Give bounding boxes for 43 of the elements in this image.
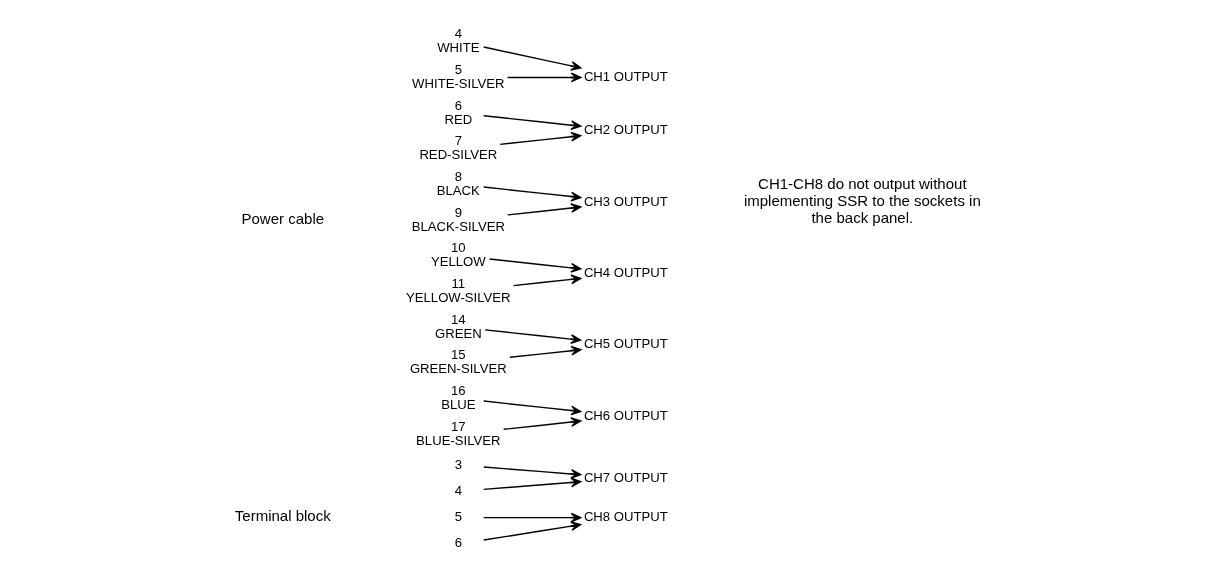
- node-text: 4: [454, 482, 462, 498]
- label: Terminal block: [234, 507, 331, 525]
- arrow: [482, 46, 582, 71]
- arrow: [482, 477, 582, 491]
- label: Power cable: [241, 209, 325, 227]
- arrow: [488, 258, 582, 273]
- node-text: 4 WHITE: [437, 26, 480, 56]
- arrow: [484, 329, 582, 345]
- node-text: 5: [454, 509, 462, 525]
- node-text: CH1 OUTPUT: [583, 68, 668, 84]
- node-text: 3: [454, 456, 462, 472]
- node-text: 16 BLUE: [441, 382, 476, 412]
- node-text: 11 YELLOW-SILVER: [406, 275, 511, 305]
- arrow: [482, 115, 582, 131]
- node-text: 7 RED-SILVER: [419, 133, 498, 163]
- node-text: CH5 OUTPUT: [583, 336, 668, 352]
- node-text: CH6 OUTPUT: [583, 407, 668, 423]
- node-text: 9 BLACK-SILVER: [411, 204, 505, 234]
- node-text: CH3 OUTPUT: [583, 193, 668, 209]
- arrow: [482, 521, 582, 541]
- arrow: [502, 417, 582, 431]
- arrow: [512, 274, 582, 287]
- node-text: 14 GREEN: [434, 311, 482, 341]
- node-text: 17 BLUE-SILVER: [416, 418, 501, 448]
- node-text: 15 GREEN-SILVER: [409, 347, 507, 377]
- node-text: 10 YELLOW: [430, 240, 486, 270]
- label: CH1-CH8 do not output without implementing SSR to the sockets in the back panel.: [743, 174, 981, 226]
- node-text: 8 BLACK: [436, 168, 480, 198]
- node-text: CH4 OUTPUT: [583, 265, 668, 281]
- arrow: [482, 186, 582, 202]
- arrow: [482, 466, 582, 479]
- node-text: 5 WHITE-SILVER: [412, 61, 505, 91]
- arrow: [499, 131, 582, 146]
- node-text: 6: [454, 535, 462, 551]
- node-text: CH8 OUTPUT: [583, 509, 668, 525]
- arrow: [482, 512, 582, 523]
- node-text: CH2 OUTPUT: [583, 122, 668, 138]
- node-text: 6 RED: [444, 97, 473, 127]
- node-text: CH7 OUTPUT: [583, 469, 668, 485]
- arrow: [482, 400, 582, 416]
- arrow: [509, 345, 582, 359]
- arrow: [506, 203, 582, 216]
- arrow: [506, 72, 582, 83]
